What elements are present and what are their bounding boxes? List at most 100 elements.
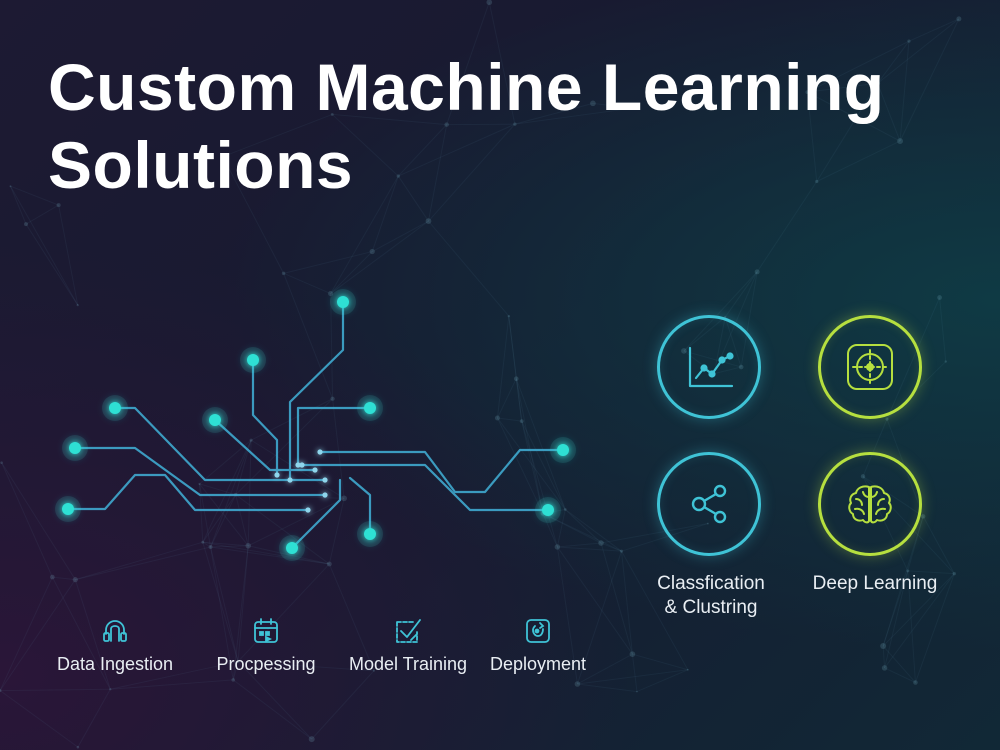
network-link xyxy=(237,661,313,740)
circuit-trace xyxy=(66,473,310,512)
network-dot xyxy=(72,577,78,583)
network-dot xyxy=(444,122,449,127)
network-link xyxy=(74,579,111,690)
headset-icon xyxy=(103,620,127,642)
network-dot xyxy=(76,745,80,749)
network-link xyxy=(77,689,111,748)
network-link xyxy=(488,2,516,125)
network-link xyxy=(592,102,633,109)
network-dot xyxy=(0,689,2,693)
network-link xyxy=(210,439,252,548)
circuit-node xyxy=(557,444,569,456)
network-link xyxy=(908,18,960,42)
circuit-node xyxy=(364,402,376,414)
network-link xyxy=(222,113,333,158)
network-link xyxy=(884,667,916,683)
network-link xyxy=(600,542,633,655)
network-link xyxy=(330,175,399,294)
network-link xyxy=(496,378,517,419)
network-link xyxy=(235,494,330,565)
network-dot xyxy=(956,16,962,22)
network-link xyxy=(636,669,689,693)
target-grid-icon xyxy=(847,344,893,390)
network-dot xyxy=(369,248,375,255)
network-link xyxy=(330,220,429,294)
network-dot xyxy=(486,0,493,6)
circuit-trace xyxy=(73,446,327,497)
network-dot xyxy=(937,295,942,300)
network-link xyxy=(202,541,330,565)
network-dot xyxy=(308,736,315,743)
network-link xyxy=(283,272,331,295)
circuit-trace xyxy=(290,478,342,550)
pipeline-label: Procpessing xyxy=(216,654,316,674)
network-link xyxy=(521,420,566,510)
network-link xyxy=(884,570,909,669)
line-chart-icon xyxy=(688,346,734,388)
network-link xyxy=(556,546,578,685)
circuit-node xyxy=(337,296,349,308)
circuit-terminal xyxy=(312,467,318,473)
pipeline-label: Data Ingestion xyxy=(56,654,174,674)
network-link xyxy=(332,113,447,126)
network-link xyxy=(807,40,910,93)
network-link xyxy=(914,573,955,683)
network-link xyxy=(210,546,239,662)
network-link xyxy=(882,573,955,647)
network-link xyxy=(899,41,910,142)
circuit-terminal xyxy=(322,477,328,483)
classification-label-line-1: Classfication xyxy=(657,573,765,594)
network-link xyxy=(907,516,924,571)
network-dot xyxy=(372,669,376,672)
network-link xyxy=(807,91,901,142)
network-link xyxy=(283,251,373,274)
network-dot xyxy=(9,185,12,188)
network-link xyxy=(328,498,345,565)
network-dot xyxy=(885,417,889,421)
network-link xyxy=(110,661,239,690)
network-link xyxy=(247,440,252,546)
network-link xyxy=(632,653,688,671)
network-link xyxy=(496,417,544,514)
network-link xyxy=(10,185,59,206)
network-link xyxy=(882,570,909,647)
title-line-2: Solutions xyxy=(48,128,354,202)
network-dot xyxy=(920,514,926,519)
network-link xyxy=(564,509,622,552)
circuit-terminal xyxy=(287,477,293,483)
checkmark-box-icon xyxy=(396,619,421,643)
network-link xyxy=(807,82,878,93)
network-link xyxy=(521,421,544,514)
circuit-terminal xyxy=(274,472,280,478)
network-link xyxy=(1,462,53,578)
network-link xyxy=(283,273,334,399)
network-link xyxy=(232,545,249,680)
network-link xyxy=(75,541,203,581)
title-line-1: Custom Machine Learning xyxy=(48,50,885,124)
network-link xyxy=(508,316,523,422)
calendar-icon xyxy=(254,618,278,643)
network-link xyxy=(882,516,924,647)
circuit-terminal xyxy=(299,462,305,468)
pipeline-step-deployment: Deployment xyxy=(468,616,608,675)
network-link xyxy=(1,462,76,580)
network-dot xyxy=(245,543,251,549)
network-link xyxy=(631,654,638,692)
network-dot xyxy=(201,540,205,544)
share-nodes-icon xyxy=(691,484,727,524)
network-link xyxy=(446,2,490,125)
network-link xyxy=(51,576,111,690)
network-dot xyxy=(913,680,918,685)
network-link xyxy=(210,545,249,548)
network-link xyxy=(428,220,510,317)
network-link xyxy=(202,541,211,548)
pipeline-step-data-ingestion: Data Ingestion xyxy=(45,616,185,675)
network-dot xyxy=(220,154,225,159)
network-link xyxy=(331,114,399,177)
network-link xyxy=(199,439,252,485)
circuit-trace xyxy=(251,358,279,477)
network-link xyxy=(428,123,516,222)
network-link xyxy=(621,551,633,655)
circuit-graphic xyxy=(55,289,576,561)
network-dot xyxy=(56,203,61,208)
